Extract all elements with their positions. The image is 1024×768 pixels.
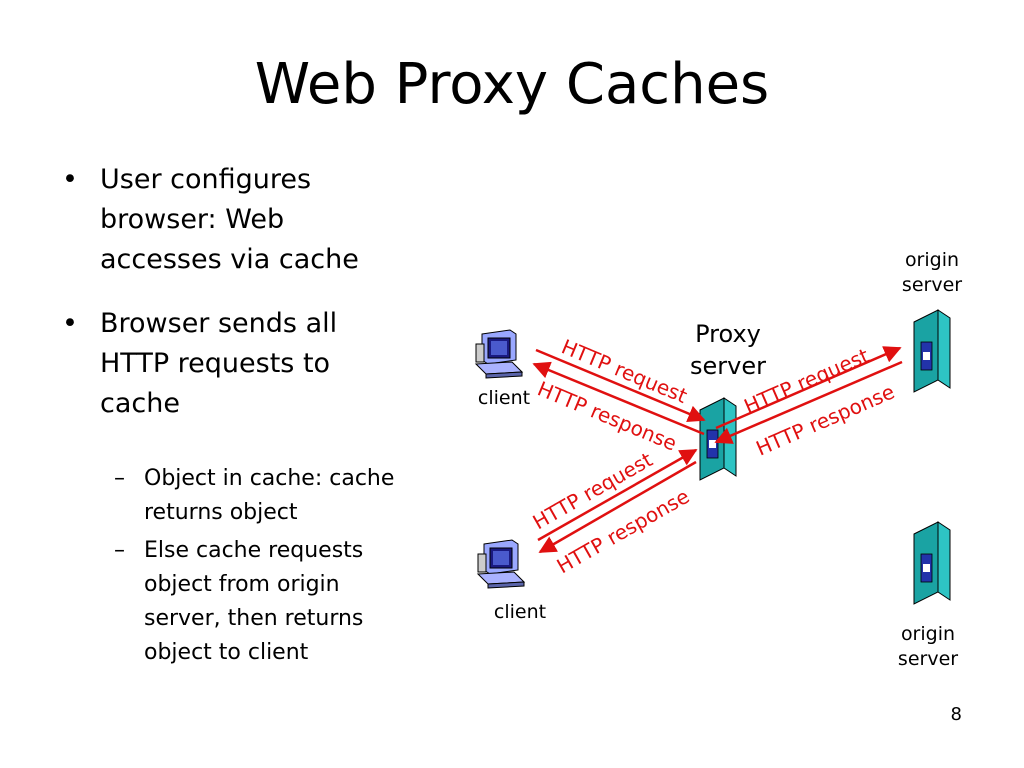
origin-server-label: origin server: [897, 623, 959, 670]
page-number: 8: [950, 704, 962, 725]
request-arrow: [715, 346, 902, 430]
sub-bullet-line: object to client: [144, 640, 309, 665]
bullet-line: accesses via cache: [100, 244, 359, 275]
sub-bullet-line: Else cache requests: [144, 538, 364, 563]
sub-bullet-dash: –: [114, 466, 125, 491]
sub-bullet-list: – Object in cache: cache returns object …: [62, 458, 482, 670]
bullet-line: HTTP requests to: [100, 348, 331, 379]
sub-bullet-item-1: – Object in cache: cache returns object: [62, 462, 482, 530]
bullet-dot: •: [62, 164, 78, 195]
origin-server-icon: [913, 309, 951, 393]
response-arrow: [538, 460, 697, 554]
origin-server-icon: [913, 521, 951, 605]
proxy-server-icon: [699, 397, 737, 481]
sub-bullet-line: returns object: [144, 500, 298, 525]
origin-server-label: origin server: [901, 249, 963, 296]
request-arrow: [537, 448, 698, 542]
proxy-server-label: Proxy server: [690, 320, 766, 380]
sub-bullet-line: Object in cache: cache: [144, 466, 395, 491]
sub-bullet-line: server, then returns: [144, 606, 364, 631]
bullet-line: cache: [100, 388, 180, 419]
bullet-item-2: • Browser sends all HTTP requests to cac…: [62, 304, 462, 424]
sub-bullet-item-2: – Else cache requests object from origin…: [62, 534, 482, 670]
bullet-item-1: • User configures browser: Web accesses …: [62, 160, 462, 280]
request-arrow: [535, 348, 706, 423]
sub-bullet-line: object from origin: [144, 572, 340, 597]
bullet-list: • User configures browser: Web accesses …: [62, 160, 462, 448]
client-computer-icon: [475, 329, 523, 379]
response-arrow: [532, 361, 705, 436]
response-arrow: [714, 360, 903, 444]
slide-title: Web Proxy Caches: [254, 52, 770, 117]
bullet-line: User configures: [100, 164, 312, 195]
client-label: client: [493, 601, 547, 623]
sub-bullet-dash: –: [114, 538, 125, 563]
bullet-dot: •: [62, 308, 78, 339]
client-computer-icon: [477, 539, 525, 589]
bullet-line: browser: Web: [100, 204, 285, 235]
client-label: client: [477, 387, 531, 409]
bullet-line: Browser sends all: [100, 308, 338, 339]
